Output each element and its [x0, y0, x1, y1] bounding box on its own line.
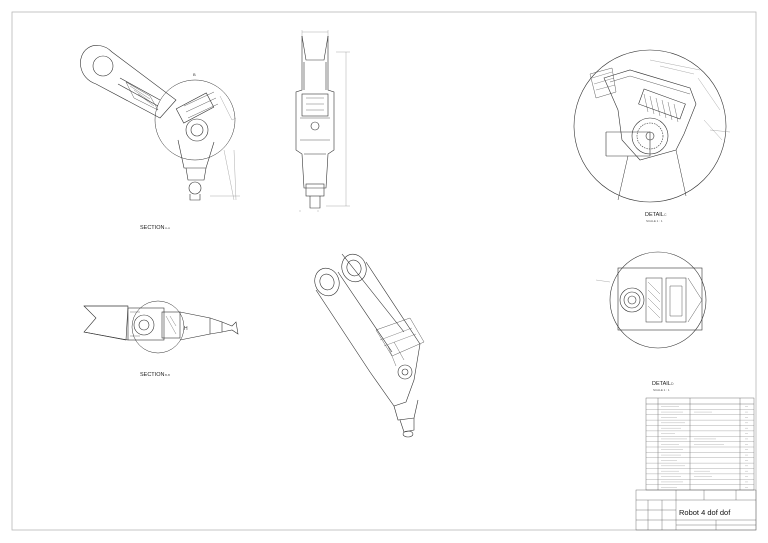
detail-c-view [573, 49, 731, 203]
svg-text:H: H [184, 326, 188, 332]
detail-c-suffix: C [664, 213, 667, 217]
bom-table [645, 397, 755, 491]
bom-row-marks [661, 406, 748, 488]
section-a-suffix: A-A [165, 226, 170, 230]
detail-d-view [595, 251, 707, 349]
title-block [635, 489, 757, 531]
detail-d-scale: SCALE 1 : 1 [653, 388, 670, 392]
isometric-view [314, 253, 425, 438]
cut-marker-label: B [193, 72, 196, 77]
sheet-border [11, 11, 757, 531]
section-b-view: H [83, 300, 239, 354]
detail-d-suffix: D [671, 382, 674, 386]
section-b-suffix: B-B [165, 373, 170, 377]
detail-c-scale: SCALE 1 : 1 [646, 219, 663, 223]
detail-d-title: DETAIL [652, 381, 671, 387]
section-a-view [80, 45, 240, 201]
detail-c-title: DETAIL [645, 212, 664, 218]
section-b-title: SECTION [140, 372, 164, 378]
title-block-title: Robot 4 dof dof [679, 508, 731, 517]
front-elevation-view [295, 30, 350, 212]
bom-rows [646, 409, 754, 485]
section-a-title: SECTION [140, 225, 164, 231]
